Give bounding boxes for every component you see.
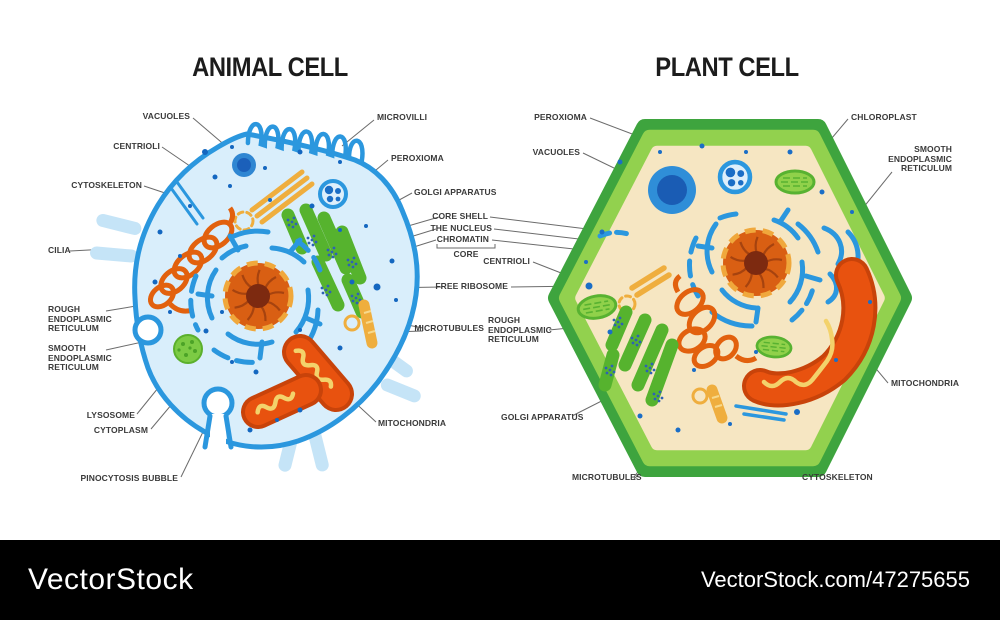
diagram-artwork <box>69 117 912 480</box>
label-animal-microvilli: MICROVILLI <box>377 112 428 122</box>
label-animal-vacuoles: VACUOLES <box>142 111 190 121</box>
animal-nucleus <box>225 263 291 329</box>
centrioles <box>233 169 315 232</box>
animal-mitochondria <box>241 334 354 429</box>
label-animal-pinocytosis-bubble: PINOCYTOSIS BUBBLE <box>80 473 178 483</box>
label-plant-cytoskeleton: CYTOSKELETON <box>802 472 873 482</box>
label-animal-microtubules: MICROTUBULES <box>414 323 484 333</box>
plant-er-membranes <box>597 207 823 329</box>
label-plant-chloroplast: CHLOROPLAST <box>851 112 917 122</box>
label-center-rough-er: ROUGH ENDOPLASMIC RETICULUM <box>488 315 552 344</box>
vacuole <box>232 153 256 177</box>
vectorstock-credit: VectorStock.com/47275655 <box>700 567 970 592</box>
label-plant-peroxioma: PEROXIOMA <box>534 112 587 122</box>
plant-vacuole <box>648 166 696 214</box>
lysosome <box>173 334 203 364</box>
plant-rough-er-coil <box>672 274 758 369</box>
animal-cell-title: ANIMAL CELL <box>192 52 348 82</box>
membrane-notches <box>132 314 235 450</box>
animal-cell-illustration <box>90 122 421 472</box>
label-the-nucleus: THE NUCLEUS <box>430 223 492 233</box>
plant-nucleus <box>723 230 789 296</box>
label-free-ribosome: FREE RIBOSOME <box>435 281 508 291</box>
label-animal-centrioli: CENTRIOLI <box>113 141 160 151</box>
plant-ribosome-dots <box>584 143 872 433</box>
label-plant-golgi-apparatus: GOLGI APPARATUS <box>501 412 584 422</box>
plant-cell-title: PLANT CELL <box>655 52 799 82</box>
plant-microtubule-rod <box>691 384 728 424</box>
ribosome-dots <box>152 145 398 433</box>
label-animal-cytoplasm: CYTOPLASM <box>93 425 148 435</box>
label-chromatin: CHROMATIN <box>436 234 489 244</box>
label-animal-cytoskeleton: CYTOSKELETON <box>71 180 142 190</box>
label-animal-smooth-er: SMOOTH ENDOPLASMIC RETICULUM <box>48 343 112 372</box>
label-plant-vacuoles: VACUOLES <box>532 147 580 157</box>
label-animal-mitochondria: MITOCHONDRIA <box>378 418 447 428</box>
label-plant-microtubules: MICROTUBULES <box>572 472 642 482</box>
vectorstock-logo: VectorStock <box>28 563 194 596</box>
label-plant-mitochondria: MITOCHONDRIA <box>891 378 960 388</box>
label-animal-lysosome: LYSOSOME <box>86 410 135 420</box>
label-animal-cilia: CILIA <box>48 245 71 255</box>
microtubule-rod <box>343 299 378 349</box>
cytoskeleton-fibers <box>169 180 205 226</box>
plant-cell-illustration <box>548 119 912 477</box>
label-animal-rough-er: ROUGH ENDOPLASMIC RETICULUM <box>48 304 112 333</box>
label-animal-peroxioma: PEROXIOMA <box>391 153 444 163</box>
plant-cytoskeleton <box>734 404 788 422</box>
watermark-bar: VectorStock VectorStock.com/47275655 <box>0 540 1000 620</box>
label-animal-golgi-apparatus: GOLGI APPARATUS <box>414 187 497 197</box>
plant-mitochondria <box>742 257 878 408</box>
label-plant-smooth-er: SMOOTH ENDOPLASMIC RETICULUM <box>888 144 952 173</box>
label-core-shell: CORE SHELL <box>432 211 488 221</box>
label-core: CORE <box>453 249 479 259</box>
label-plant-centrioli: CENTRIOLI <box>483 256 530 266</box>
pinocytosis-neck <box>210 414 226 448</box>
microvilli <box>245 122 365 164</box>
